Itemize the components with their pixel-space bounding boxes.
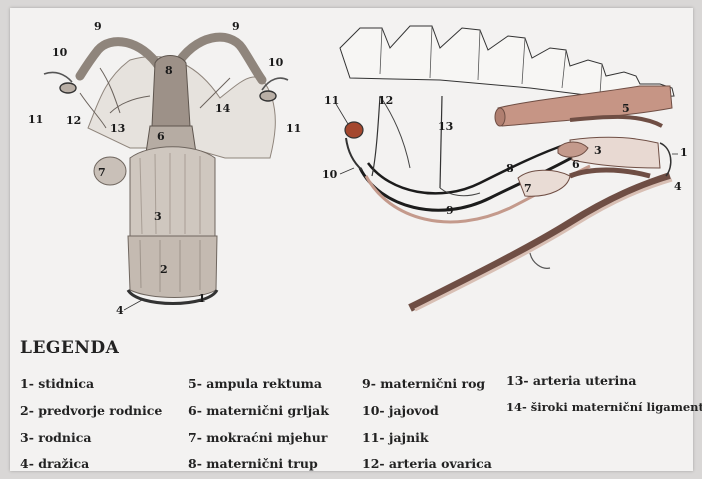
label-left-9a: 9 (94, 20, 102, 33)
legend-item-13: 13- arteria uterina (506, 373, 636, 388)
legend-item-9: 9- maternični rog (362, 376, 485, 391)
label-left-8: 8 (165, 64, 173, 77)
legend-item-8: 8- maternični trup (188, 456, 318, 471)
label-left-14: 14 (215, 102, 231, 115)
legend-item-11: 11- jajnik (362, 430, 429, 445)
label-left-10b: 10 (268, 56, 284, 69)
vestibule (128, 236, 217, 298)
legend-item-4: 4- dražica (20, 456, 89, 471)
legend-item-5: 5- ampula rektuma (188, 376, 322, 391)
label-left-6: 6 (157, 130, 165, 143)
vagina (130, 147, 215, 236)
label-right-7: 7 (524, 182, 532, 195)
label-left-7: 7 (98, 166, 106, 179)
legend-item-3: 3- rodnica (20, 430, 91, 445)
label-right-8: 8 (506, 162, 514, 175)
legend-item-1: 1- stidnica (20, 376, 94, 391)
label-right-3: 3 (594, 144, 602, 157)
label-left-2: 2 (160, 263, 168, 276)
legend-item-12: 12- arteria ovarica (362, 456, 492, 471)
label-left-13: 13 (110, 122, 125, 135)
label-right-4: 4 (674, 180, 682, 193)
ovary-right (260, 91, 276, 101)
ovary-lateral (345, 122, 363, 138)
label-left-4: 4 (116, 304, 124, 317)
label-left-11b: 11 (286, 122, 301, 135)
label-right-9: 9 (446, 204, 454, 217)
legend-item-6: 6- maternični grljak (188, 403, 329, 418)
label-right-13: 13 (438, 120, 453, 133)
legend-item-14: 14- široki materniční ligament (506, 400, 702, 414)
ovary-left (60, 83, 76, 93)
label-left-10a: 10 (52, 46, 68, 59)
label-right-1: 1 (680, 146, 688, 159)
label-left-3: 3 (154, 210, 162, 223)
figure-card: 9 9 10 10 11 11 12 13 14 8 6 7 3 2 1 4 (10, 8, 693, 471)
label-right-12: 12 (378, 94, 393, 107)
right-anatomy-drawing: 11 12 13 10 5 3 6 8 7 9 1 4 (322, 26, 688, 310)
reproductive-organs-diagram: 9 9 10 10 11 11 12 13 14 8 6 7 3 2 1 4 (10, 8, 693, 328)
left-anatomy-drawing: 9 9 10 10 11 11 12 13 14 8 6 7 3 2 1 4 (28, 20, 301, 317)
label-left-12: 12 (66, 114, 81, 127)
legend-item-2: 2- predvorje rodnice (20, 403, 162, 418)
legend-title: LEGENDA (20, 338, 119, 358)
label-right-10: 10 (322, 168, 338, 181)
label-left-9b: 9 (232, 20, 240, 33)
label-left-1: 1 (198, 292, 206, 305)
legend-item-10: 10- jajovod (362, 403, 439, 418)
vertebral-column (340, 26, 674, 98)
label-right-6: 6 (572, 158, 580, 171)
label-right-5: 5 (622, 102, 630, 115)
label-left-11a: 11 (28, 113, 43, 126)
legend-item-7: 7- mokraćni mjehur (188, 430, 327, 445)
